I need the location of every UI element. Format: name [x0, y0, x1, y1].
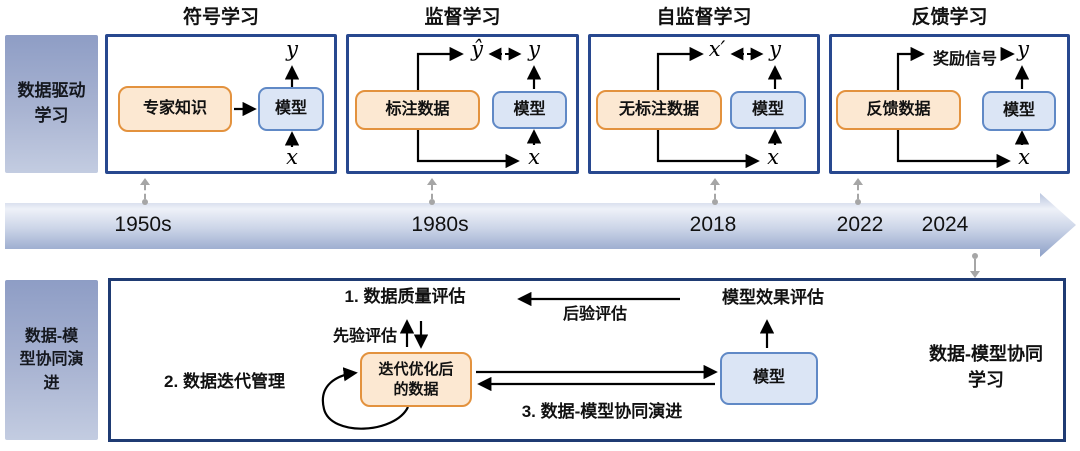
- panel-data-model-coevolution: 1. 数据质量评估 模型效果评估 后验评估 先验评估 2. 数据迭代管理 3. …: [108, 278, 1066, 442]
- connector-dot: [142, 199, 148, 205]
- model-effect-evaluation-label: 模型效果评估: [722, 288, 824, 307]
- year-1950s: 1950s: [114, 213, 172, 236]
- label-data-driven-learning: 数据驱动 学习: [5, 35, 98, 173]
- connector-dot: [855, 199, 861, 205]
- year-2018: 2018: [689, 213, 737, 236]
- labeled-data-box: 标注数据: [355, 90, 480, 130]
- bottom-arrows: [321, 291, 775, 430]
- feedback-data-box: 反馈数据: [836, 90, 961, 130]
- prior-evaluation-label: 先验评估: [332, 328, 397, 345]
- arrow-up-icon: [427, 178, 437, 185]
- dashed-line: [431, 185, 433, 199]
- connector-2022-icon: [852, 178, 864, 205]
- arrow-up-icon: [140, 178, 150, 185]
- expert-knowledge-box: 专家知识: [118, 86, 232, 132]
- dashed-line: [714, 185, 716, 199]
- model-box: 模型: [492, 91, 567, 129]
- title-supervised-learning: 监督学习: [424, 7, 501, 28]
- label-data-model-coevolution: 数据-模 型协同演 进: [5, 280, 98, 440]
- panel-feedback-learning: 反馈数据 模型 奖励信号 y x: [829, 34, 1070, 174]
- iterated-optimized-data-box: 迭代优化后 的数据: [360, 352, 472, 407]
- step2-data-iteration-management: 2. 数据迭代管理: [164, 372, 285, 391]
- output-y-label: y: [769, 37, 781, 61]
- timeline-arrow: [5, 193, 1076, 257]
- step3-data-model-coevolution: 3. 数据-模型协同演进: [521, 402, 683, 421]
- connector-2018-icon: [709, 178, 721, 205]
- panel-symbol-learning: 专家知识 模型 y x: [105, 34, 337, 174]
- arrow-up-icon: [853, 178, 863, 185]
- output-y-label: y: [286, 37, 298, 61]
- year-2022: 2022: [836, 213, 884, 236]
- panel2-arrows: [416, 46, 542, 169]
- input-x-label: x: [767, 145, 779, 169]
- model-box: 模型: [258, 87, 324, 131]
- year-2024: 2024: [921, 213, 969, 236]
- reward-signal-label: 奖励信号: [932, 51, 997, 68]
- step1-data-quality-evaluation: 1. 数据质量评估: [344, 287, 466, 306]
- input-x-label: x: [528, 145, 540, 169]
- title-feedback-learning: 反馈学习: [911, 7, 988, 28]
- connector-1950s-icon: [139, 178, 151, 205]
- model-box: 模型: [730, 91, 806, 129]
- connector-1980s-icon: [426, 178, 438, 205]
- panel1-arrows: [234, 65, 300, 147]
- year-1980s: 1980s: [411, 213, 469, 236]
- connector-dot: [972, 253, 978, 259]
- title-self-supervised-learning: 自监督学习: [656, 7, 752, 28]
- dashed-line: [857, 185, 859, 199]
- model-box: 模型: [982, 91, 1056, 131]
- panel3-arrows: [656, 46, 783, 169]
- input-x-label: x: [286, 145, 298, 169]
- connector-2024-down-icon: [969, 253, 981, 278]
- dashed-line: [974, 259, 976, 271]
- model-box: 模型: [720, 352, 818, 405]
- panel-supervised-learning: 标注数据 模型 ŷ y x: [346, 34, 579, 174]
- unlabeled-data-box: 无标注数据: [596, 90, 722, 130]
- connector-dot: [429, 199, 435, 205]
- caption-data-model-collaborative-learning: 数据-模型协同 学习: [929, 344, 1043, 391]
- posterior-evaluation-label: 后验评估: [562, 306, 627, 323]
- output-y-label: y: [528, 37, 540, 61]
- input-x-label: x: [1018, 145, 1030, 169]
- arrow-down-icon: [970, 271, 980, 278]
- arrow-up-icon: [710, 178, 720, 185]
- output-y-label: y: [1017, 37, 1029, 61]
- prediction-yhat-label: ŷ: [471, 37, 483, 61]
- connector-dot: [712, 199, 718, 205]
- prediction-xprime-label: x′: [708, 37, 726, 61]
- panel-self-supervised-learning: 无标注数据 模型 x′ y x: [588, 34, 820, 174]
- dashed-line: [144, 185, 146, 199]
- panel4-arrows: [896, 46, 1030, 169]
- title-symbol-learning: 符号学习: [182, 7, 259, 28]
